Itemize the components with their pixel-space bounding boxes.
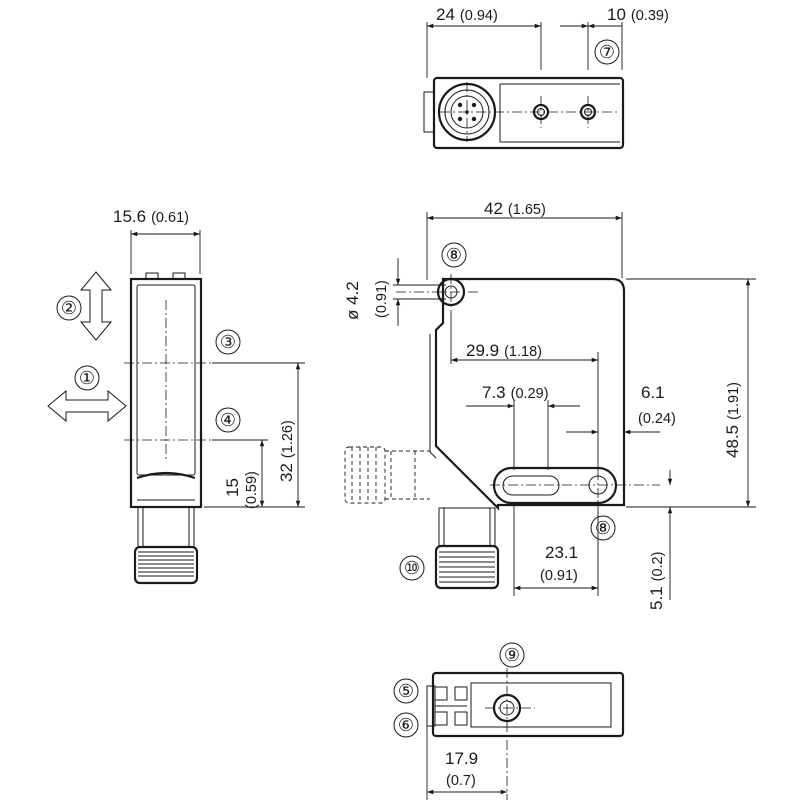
dim-axis-low: 15 xyxy=(223,478,242,497)
dim-hole-dia-alt: (0.91) xyxy=(374,280,390,318)
dim-bottom-hole-alt: (0.91) xyxy=(540,568,578,584)
dim-bottom-width-alt: (0.7) xyxy=(446,773,476,789)
callout-5: ⑤ xyxy=(398,681,414,701)
side-view: 15.6(0.61) ② ① ③ xyxy=(47,207,305,585)
top-view: 24(0.94) 10(0.39) ⑦ xyxy=(423,5,669,150)
dim-bottom-offset: 5.1(0.2) xyxy=(647,552,666,610)
dim-hole-spacing: 29.9(1.18) xyxy=(466,341,542,360)
front-view: 42(1.65) ø 4.2 (0.91) ⑧ 29.9(1.18) xyxy=(343,199,756,610)
bottom-view: ⑨ ⑤ ⑥ 17.9 (0.7) xyxy=(393,642,625,800)
callout-4: ④ xyxy=(220,410,236,430)
dim-axis-height: 32(1.26) xyxy=(277,420,296,482)
dim-slot-length: 7.3(0.29) xyxy=(482,383,549,402)
dim-hole-dia: ø 4.2 xyxy=(343,281,362,320)
callout-9: ⑨ xyxy=(504,645,520,665)
dim-front-width: 42(1.65) xyxy=(484,199,546,218)
dim-bottom-width: 17.9 xyxy=(445,749,478,768)
callout-8-bottom: ⑧ xyxy=(595,518,611,538)
dim-top-width: 24(0.94) xyxy=(436,5,498,24)
dim-height: 48.5(1.91) xyxy=(723,382,742,458)
dim-axis-low-alt: (0.59) xyxy=(244,471,260,509)
dim-bottom-hole: 23.1 xyxy=(545,543,578,562)
dim-edge-offset-alt: (0.24) xyxy=(638,411,676,427)
callout-1: ① xyxy=(79,368,95,388)
callout-7: ⑦ xyxy=(599,42,615,62)
dim-top-offset: 10(0.39) xyxy=(607,5,669,24)
dim-side-width: 15.6(0.61) xyxy=(113,207,189,226)
dim-edge-offset: 6.1 xyxy=(641,383,665,402)
callout-2: ② xyxy=(61,298,77,318)
callout-10: ⑩ xyxy=(404,558,420,578)
callout-8-top: ⑧ xyxy=(446,245,462,265)
callout-6: ⑥ xyxy=(398,715,414,735)
callout-3: ③ xyxy=(220,332,236,352)
